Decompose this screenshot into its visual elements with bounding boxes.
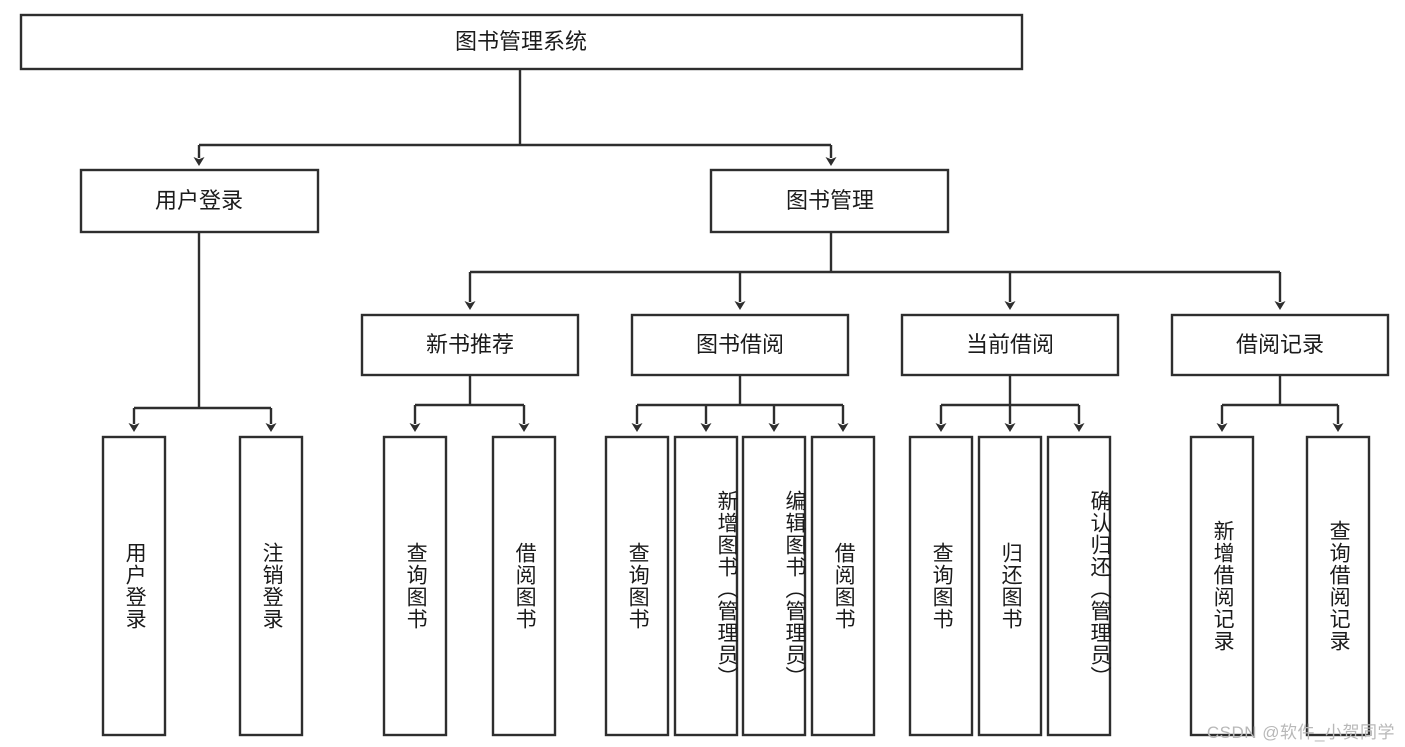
- leaf-boxes: [101, 435, 1371, 737]
- leaf-box-borrow-borrow[interactable]: [810, 435, 876, 737]
- node-user-login-box: [79, 168, 320, 234]
- leaf-box-user-login-login[interactable]: [101, 435, 167, 737]
- leaf-box-new-book-query[interactable]: [382, 435, 448, 737]
- node-book-management-label: 图书管理: [786, 188, 874, 213]
- leaf-box-new-book-borrow[interactable]: [491, 435, 557, 737]
- connector-user-login-to-leaves: [128, 232, 277, 432]
- connector-root-to-level1: [193, 69, 837, 166]
- node-root-box: [19, 13, 1024, 71]
- leaf-box-record-add[interactable]: [1189, 435, 1255, 737]
- leaf-box-borrow-edit-admin[interactable]: [741, 435, 807, 737]
- node-root-label: 图书管理系统: [455, 29, 587, 54]
- connector-book-borrow-to-leaves: [631, 375, 849, 432]
- leaf-box-current-confirm-admin[interactable]: [1046, 435, 1112, 737]
- csdn-watermark: CSDN @软件_小贺同学: [1206, 723, 1395, 742]
- connector-new-book-to-leaves: [409, 375, 530, 432]
- node-root-book-management-system[interactable]: 图书管理系统: [19, 13, 1024, 71]
- node-user-login[interactable]: 用户登录: [79, 168, 320, 234]
- node-book-management[interactable]: 图书管理: [709, 168, 950, 234]
- node-new-book-recommend-box: [360, 313, 580, 377]
- node-new-book-recommend-label: 新书推荐: [426, 332, 514, 357]
- connector-borrow-record-to-leaves: [1216, 375, 1344, 432]
- node-book-management-box: [709, 168, 950, 234]
- node-current-borrow-box: [900, 313, 1120, 377]
- leaf-box-current-query[interactable]: [908, 435, 974, 737]
- node-book-borrow[interactable]: 图书借阅: [630, 313, 850, 377]
- node-book-borrow-box: [630, 313, 850, 377]
- leaf-box-borrow-query[interactable]: [604, 435, 670, 737]
- node-borrow-record[interactable]: 借阅记录: [1170, 313, 1390, 377]
- node-user-login-label: 用户登录: [155, 188, 243, 213]
- node-current-borrow[interactable]: 当前借阅: [900, 313, 1120, 377]
- node-book-borrow-label: 图书借阅: [696, 332, 784, 357]
- node-current-borrow-label: 当前借阅: [966, 332, 1054, 357]
- node-borrow-record-label: 借阅记录: [1236, 332, 1324, 357]
- leaf-box-user-login-logout[interactable]: [238, 435, 304, 737]
- leaf-box-borrow-add-admin[interactable]: [673, 435, 739, 737]
- connector-book-manage-to-level2: [464, 232, 1286, 310]
- leaf-box-current-return[interactable]: [977, 435, 1043, 737]
- leaf-box-record-query[interactable]: [1305, 435, 1371, 737]
- node-new-book-recommend[interactable]: 新书推荐: [360, 313, 580, 377]
- node-borrow-record-box: [1170, 313, 1390, 377]
- connector-current-borrow-to-leaves: [935, 375, 1085, 432]
